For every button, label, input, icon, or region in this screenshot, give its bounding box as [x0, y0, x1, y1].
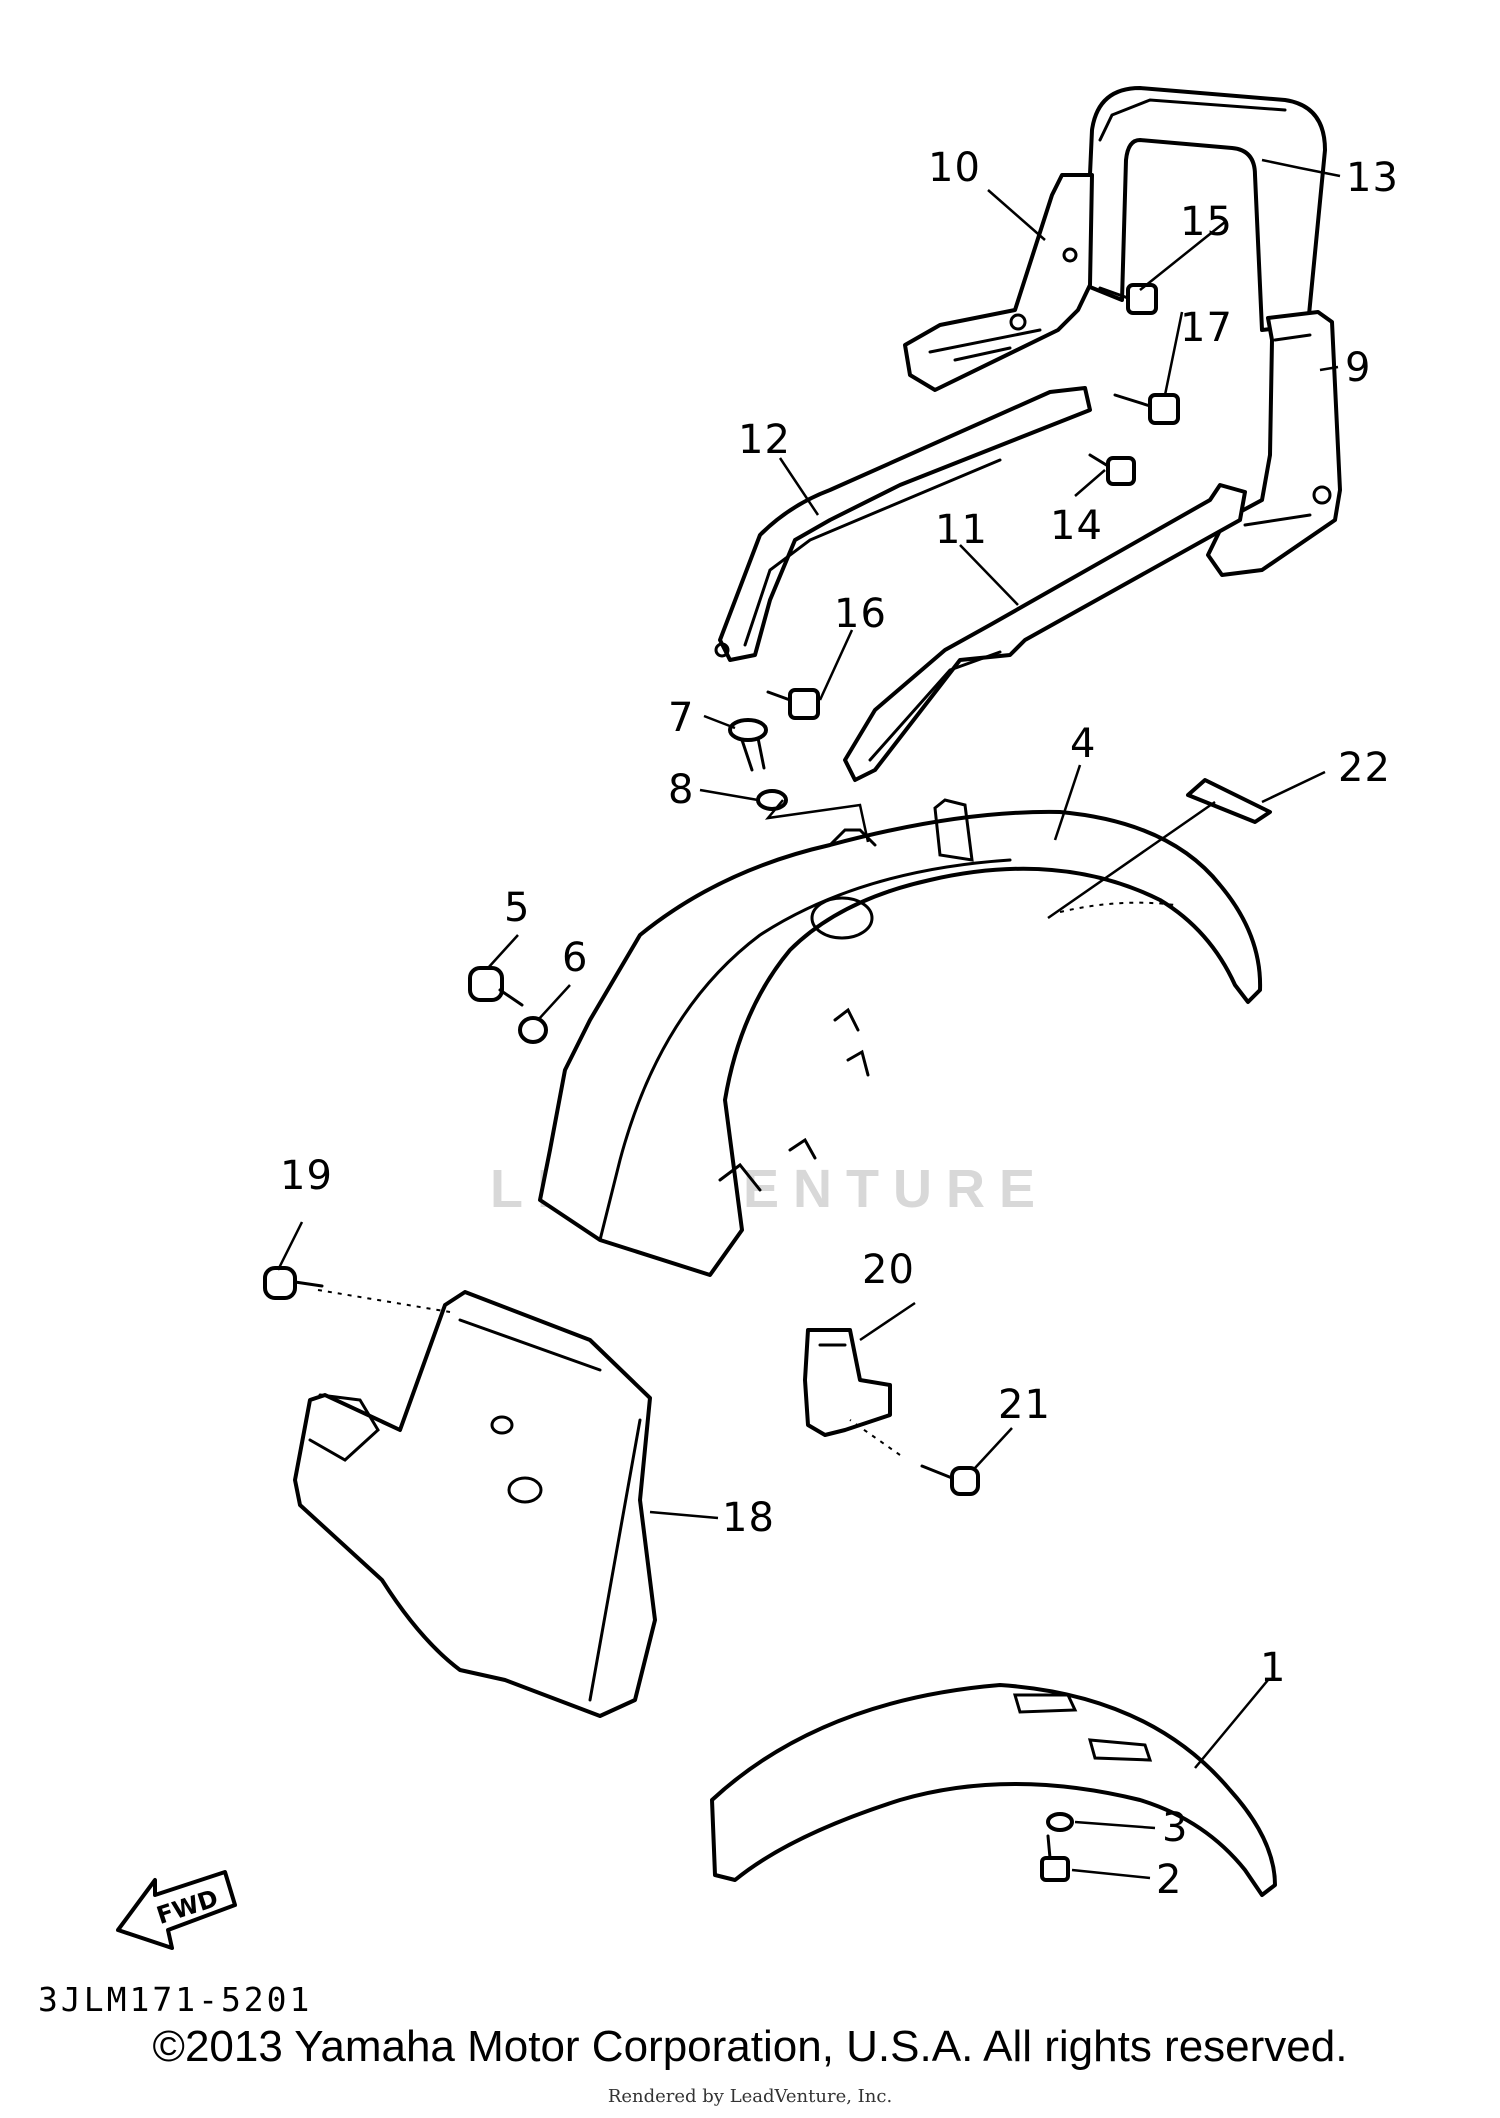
bolt-15[interactable] [1098, 283, 1158, 315]
leader-lines [276, 158, 1341, 1880]
callout-20: 20 [862, 1247, 915, 1293]
callout-3: 3 [1162, 1805, 1189, 1851]
callout-16: 16 [834, 591, 887, 637]
callout-19: 19 [280, 1153, 333, 1199]
callout-15: 15 [1180, 199, 1233, 245]
bolt-7[interactable] [728, 718, 768, 772]
bolt-19[interactable] [263, 1266, 324, 1300]
fender-label[interactable] [1186, 778, 1272, 824]
callout-1: 1 [1260, 1645, 1287, 1691]
bolt-21[interactable] [920, 1464, 980, 1496]
callout-6: 6 [562, 935, 589, 981]
bolt-14[interactable] [1088, 453, 1136, 486]
nut-2[interactable] [1040, 1834, 1070, 1882]
callout-10: 10 [928, 145, 981, 191]
nut-6[interactable] [518, 1016, 548, 1044]
callout-18: 18 [722, 1495, 775, 1541]
callout-22: 22 [1338, 745, 1391, 791]
callout-9: 9 [1345, 345, 1372, 391]
callout-4: 4 [1070, 721, 1097, 767]
copyright-notice: ©2013 Yamaha Motor Corporation, U.S.A. A… [152, 2022, 1348, 2071]
callout-17: 17 [1180, 305, 1233, 351]
callout-13: 13 [1346, 155, 1399, 201]
callout-7: 7 [668, 695, 695, 741]
callout-12: 12 [738, 417, 791, 463]
rear-fender[interactable] [538, 798, 1263, 1277]
callout-14: 14 [1050, 503, 1103, 549]
bolt-16[interactable] [766, 688, 820, 720]
front-fender[interactable] [710, 1683, 1277, 1897]
side-cover[interactable] [1206, 310, 1342, 577]
license-bracket[interactable] [803, 1328, 892, 1437]
callout-5: 5 [504, 885, 531, 931]
callout-21: 21 [998, 1382, 1051, 1428]
callout-11: 11 [935, 507, 988, 553]
bolt-17[interactable] [1113, 393, 1180, 425]
rendered-by-credit: Rendered by LeadVenture, Inc. [607, 2086, 893, 2107]
grab-bar-right[interactable] [843, 483, 1247, 782]
fwd-arrow-icon [116, 1870, 237, 1950]
backrest-bracket[interactable] [903, 173, 1094, 392]
bolt-5[interactable] [468, 966, 524, 1007]
diagram-code: 3JLM171-5201 [38, 1980, 313, 2019]
callout-8: 8 [668, 767, 695, 813]
grab-bar-left[interactable] [714, 386, 1092, 662]
callout-2: 2 [1156, 1857, 1183, 1903]
inner-fender[interactable] [293, 1290, 657, 1718]
washer-3[interactable] [1046, 1812, 1074, 1832]
